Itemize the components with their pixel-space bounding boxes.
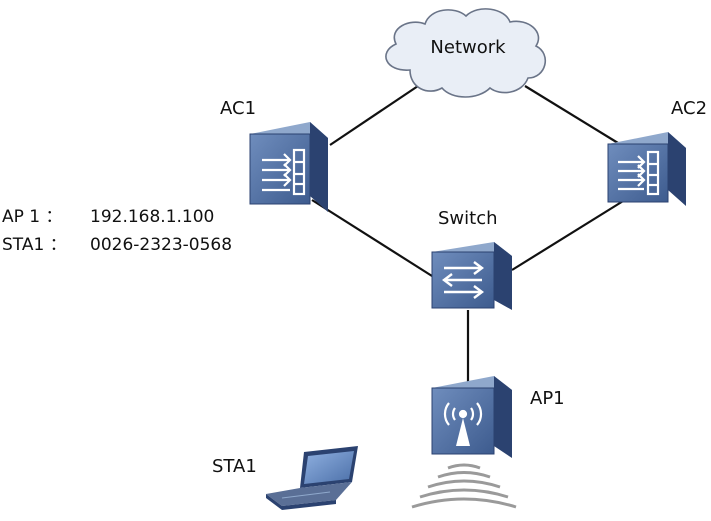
ac1-label: AC1 bbox=[220, 98, 256, 119]
ac-icon bbox=[618, 150, 660, 196]
ac-icon bbox=[262, 148, 306, 196]
ap1-device bbox=[431, 376, 512, 458]
switch-arrows-icon bbox=[442, 261, 484, 299]
sta1-label: STA1 bbox=[212, 456, 257, 477]
link-network-ac2 bbox=[524, 85, 619, 144]
link-ac1-switch bbox=[311, 199, 433, 277]
link-network-ac1 bbox=[329, 85, 419, 146]
network-label: Network bbox=[430, 37, 506, 58]
links bbox=[311, 85, 629, 382]
ap-info-label: AP 1 ： bbox=[2, 207, 63, 227]
ap1-label: AP1 bbox=[530, 388, 565, 409]
link-ac2-switch bbox=[511, 197, 629, 271]
switch-device bbox=[431, 242, 512, 310]
ac2-label: AC2 bbox=[671, 98, 707, 119]
laptop-icon bbox=[266, 446, 358, 510]
network-cloud-icon: Network bbox=[385, 8, 547, 98]
switch-label: Switch bbox=[438, 208, 498, 229]
ac2-device bbox=[607, 132, 686, 206]
info-block: AP 1 ： 192.168.1.100 STA1 ： 0026-2323-05… bbox=[2, 207, 232, 255]
ac1-device bbox=[249, 122, 328, 212]
wifi-signal-icon bbox=[411, 463, 517, 509]
sta-info-label: STA1 ： bbox=[2, 235, 67, 255]
ap-info-value: 192.168.1.100 bbox=[90, 207, 214, 227]
sta-info-value: 0026-2323-0568 bbox=[90, 235, 232, 255]
wireless-antenna-icon bbox=[443, 402, 483, 446]
